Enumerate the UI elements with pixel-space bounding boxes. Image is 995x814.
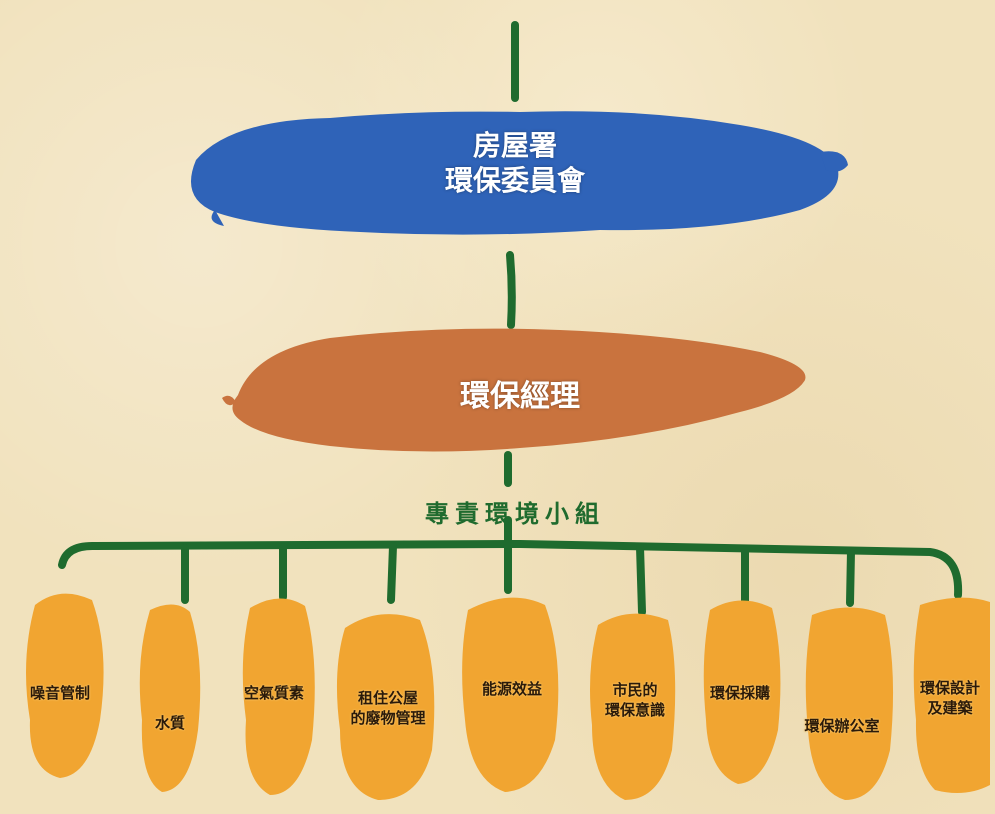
connector-drop-6 (846, 547, 855, 607)
manager-label: 環保經理 (460, 379, 580, 414)
group-blob-1 (26, 593, 104, 778)
connectors (58, 21, 963, 616)
group-blob-4 (336, 614, 435, 800)
group-blob-7 (703, 600, 781, 784)
group-blob-6 (590, 613, 676, 800)
group-label-3: 空氣質素 (243, 684, 304, 702)
connector-committee-manager (506, 251, 516, 329)
group-blobs (26, 593, 990, 800)
group-label-8: 環保辦公室 (804, 717, 880, 735)
manager-blob (232, 328, 806, 452)
group-blob-2 (139, 604, 201, 792)
group-blob-5 (462, 597, 559, 792)
committee-line2: 環保委員會 (444, 164, 585, 197)
group-label-1: 噪音管制 (29, 684, 90, 702)
group-label-5: 能源效益 (481, 680, 542, 698)
group-blob-8 (805, 607, 894, 800)
group-label-4: 租住公屋 的廢物管理 (350, 689, 426, 728)
group-blob-9 (913, 597, 990, 794)
connector-horizontal-bus (58, 539, 963, 599)
group-label-9: 環保設計 及建築 (919, 679, 980, 718)
group-label-7: 環保採購 (709, 684, 770, 702)
group-label-2: 水質 (154, 714, 185, 732)
team-title: 專責環境小組 (425, 500, 605, 528)
connector-drop-3 (387, 542, 397, 604)
group-label-6: 市民的 環保意識 (604, 681, 665, 720)
group-blob-3 (242, 598, 315, 795)
committee-blob (190, 111, 839, 235)
committee-label: 房屋署 環保委員會 (410, 128, 620, 198)
connector-drop-4 (636, 543, 646, 616)
committee-line1: 房屋署 (472, 129, 557, 162)
